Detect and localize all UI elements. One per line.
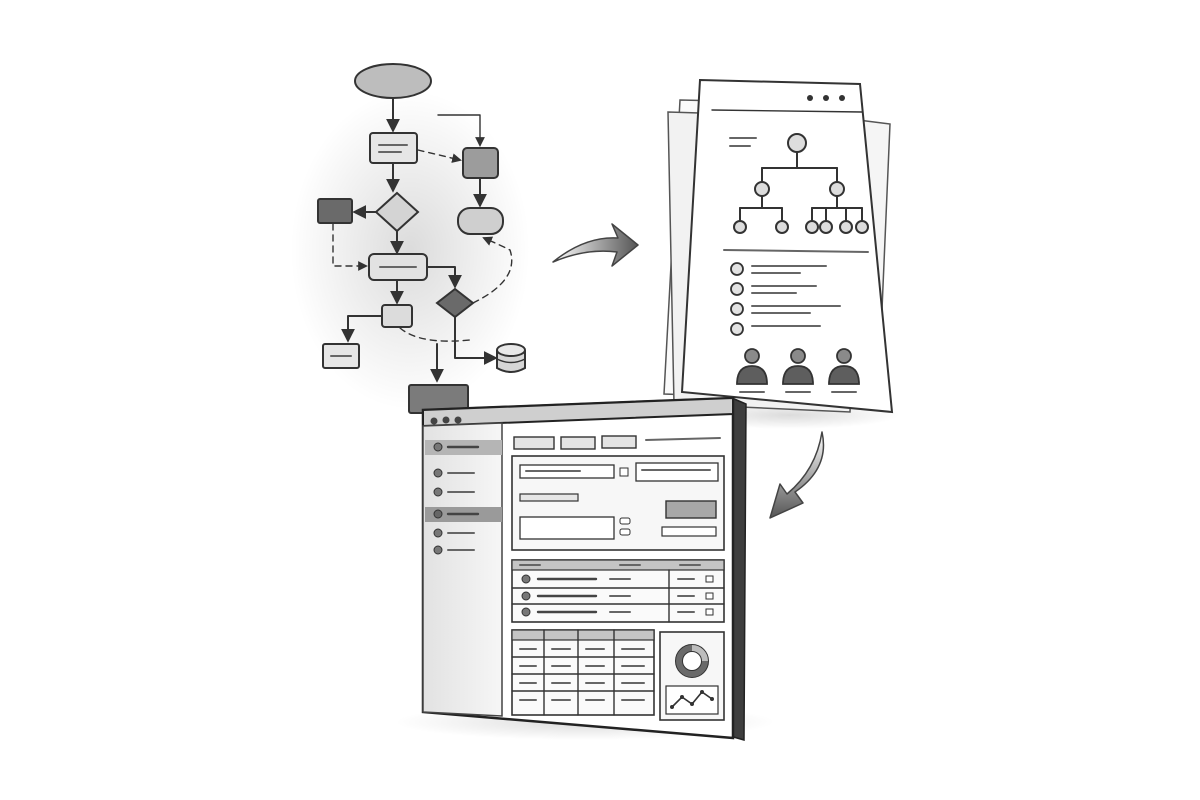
team-members-icon <box>736 348 860 393</box>
flowchart-process-node <box>369 132 418 164</box>
sidebar-item[interactable] <box>433 468 443 478</box>
window-control-dot[interactable] <box>430 417 438 425</box>
database-icon <box>496 343 526 373</box>
document-page <box>680 78 894 414</box>
document-bullet-list <box>730 262 841 336</box>
toolbar-button[interactable] <box>513 436 555 450</box>
curved-arrow-down-icon <box>769 431 825 519</box>
sidebar <box>422 422 503 717</box>
toolbar-button[interactable] <box>560 436 596 450</box>
sidebar-item[interactable] <box>433 528 443 538</box>
submit-button[interactable] <box>665 500 717 519</box>
flowchart-icon <box>290 63 530 414</box>
sidebar-item[interactable] <box>433 487 443 497</box>
sidebar-item[interactable] <box>433 545 443 555</box>
flowchart-process-node <box>381 304 413 328</box>
window-control-dot[interactable] <box>454 416 462 424</box>
line-chart-icon <box>665 685 719 715</box>
table-row[interactable] <box>521 591 714 601</box>
table-row[interactable] <box>521 607 714 617</box>
form-checkbox[interactable] <box>619 467 629 477</box>
application-dashboard-icon <box>395 396 775 741</box>
data-grid-table <box>511 629 655 716</box>
form-input[interactable] <box>661 526 717 537</box>
donut-chart-icon <box>675 644 709 678</box>
data-list-table <box>511 559 725 623</box>
form-input[interactable] <box>635 462 719 482</box>
org-chart <box>733 133 869 234</box>
flowchart-process-node <box>317 198 353 224</box>
form-textarea[interactable] <box>519 516 615 540</box>
flowchart-process-node <box>462 147 499 179</box>
form-label-bar <box>519 493 579 502</box>
table-row[interactable] <box>521 574 714 584</box>
toolbar-button[interactable] <box>601 435 637 449</box>
window-control-dot[interactable] <box>442 416 450 424</box>
flowchart-terminal-node <box>457 207 504 235</box>
form-toggle[interactable] <box>619 528 631 536</box>
flowchart-start-node <box>354 63 432 99</box>
structured-document-icon <box>663 78 900 429</box>
curved-arrow-right-icon <box>552 223 639 267</box>
form-toggle[interactable] <box>619 517 631 525</box>
